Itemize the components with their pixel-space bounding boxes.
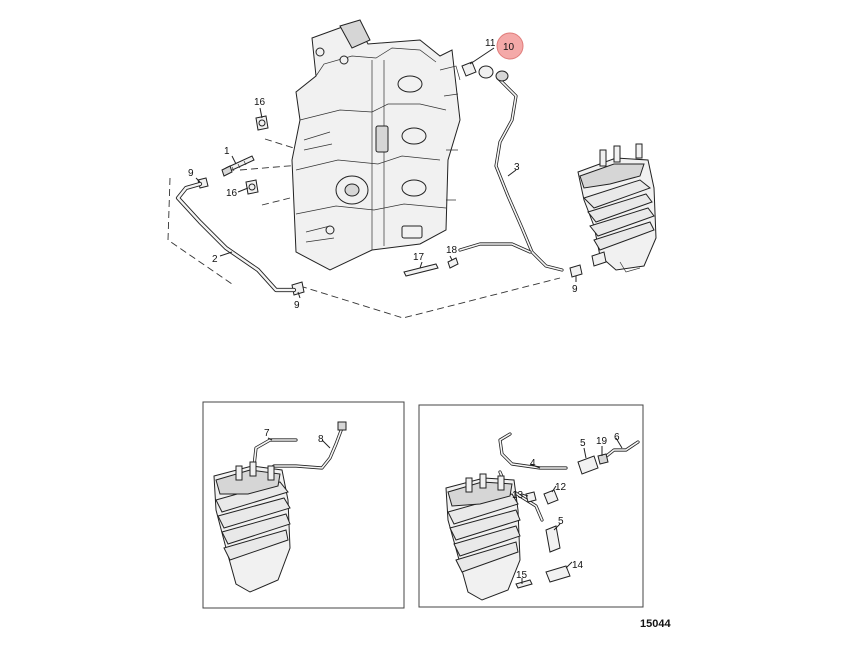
- label-part-5-lower: 5: [558, 516, 564, 527]
- connector-12: [543, 489, 559, 505]
- clamp-9-right: [569, 264, 583, 278]
- assembly-dashed-outline: [167, 138, 561, 319]
- label-part-11: 11: [485, 38, 496, 49]
- inset-left: [202, 401, 405, 609]
- label-part-14: 14: [572, 560, 584, 571]
- label-part-16-upper: 16: [254, 97, 266, 108]
- fitting-10-grommet: [495, 70, 509, 82]
- label-part-1: 1: [224, 146, 230, 157]
- clip-18: [447, 257, 459, 269]
- label-part-2: 2: [212, 254, 218, 265]
- label-part-17: 17: [413, 252, 425, 263]
- fitting-10: [478, 65, 494, 79]
- main-assembly-view: [167, 19, 657, 319]
- label-part-5-upper: 5: [580, 438, 586, 449]
- inset-right-tank: [445, 473, 521, 601]
- engine-block: [291, 19, 461, 271]
- hose-3: [494, 76, 564, 272]
- part-labels: 16 1 9 16 2 9 11 10 3 17 18 9 7 8 4 5 19…: [188, 38, 620, 581]
- connector-5-lower: [545, 525, 561, 553]
- label-part-9-right: 9: [572, 284, 578, 295]
- fitting-16-upper: [255, 115, 269, 131]
- rod-17: [403, 263, 439, 277]
- fuel-line-18: [458, 242, 532, 254]
- fitting-11: [461, 61, 477, 77]
- connector-19: [597, 453, 609, 465]
- label-part-6: 6: [614, 432, 620, 443]
- label-part-10: 10: [503, 42, 515, 53]
- figure-number: 15044: [640, 618, 671, 630]
- label-part-18: 18: [446, 245, 458, 256]
- label-part-15: 15: [516, 570, 528, 581]
- label-part-8: 8: [318, 434, 324, 445]
- label-part-12: 12: [555, 482, 567, 493]
- leader-lines: [195, 47, 623, 584]
- connector-5-upper: [577, 455, 599, 475]
- label-part-13: 13: [512, 490, 524, 501]
- label-part-19: 19: [596, 436, 608, 447]
- label-part-4: 4: [530, 458, 536, 469]
- label-part-7: 7: [264, 428, 270, 439]
- label-part-16-lower: 16: [226, 188, 238, 199]
- inset-right: [418, 404, 644, 608]
- vapor-separator-tank: [577, 143, 657, 273]
- hose-2: [175, 181, 297, 293]
- pin-15: [515, 579, 533, 589]
- stud-1: [221, 155, 255, 177]
- hose-6: [602, 440, 640, 460]
- fitting-16-lower: [245, 179, 259, 195]
- label-part-3: 3: [514, 162, 520, 173]
- inset-left-tank: [213, 461, 291, 593]
- part-10-highlight: [496, 32, 524, 60]
- connector-14: [545, 565, 571, 583]
- label-part-9-center: 9: [294, 300, 300, 311]
- fitting-13: [525, 491, 537, 503]
- label-part-9-left: 9: [188, 168, 194, 179]
